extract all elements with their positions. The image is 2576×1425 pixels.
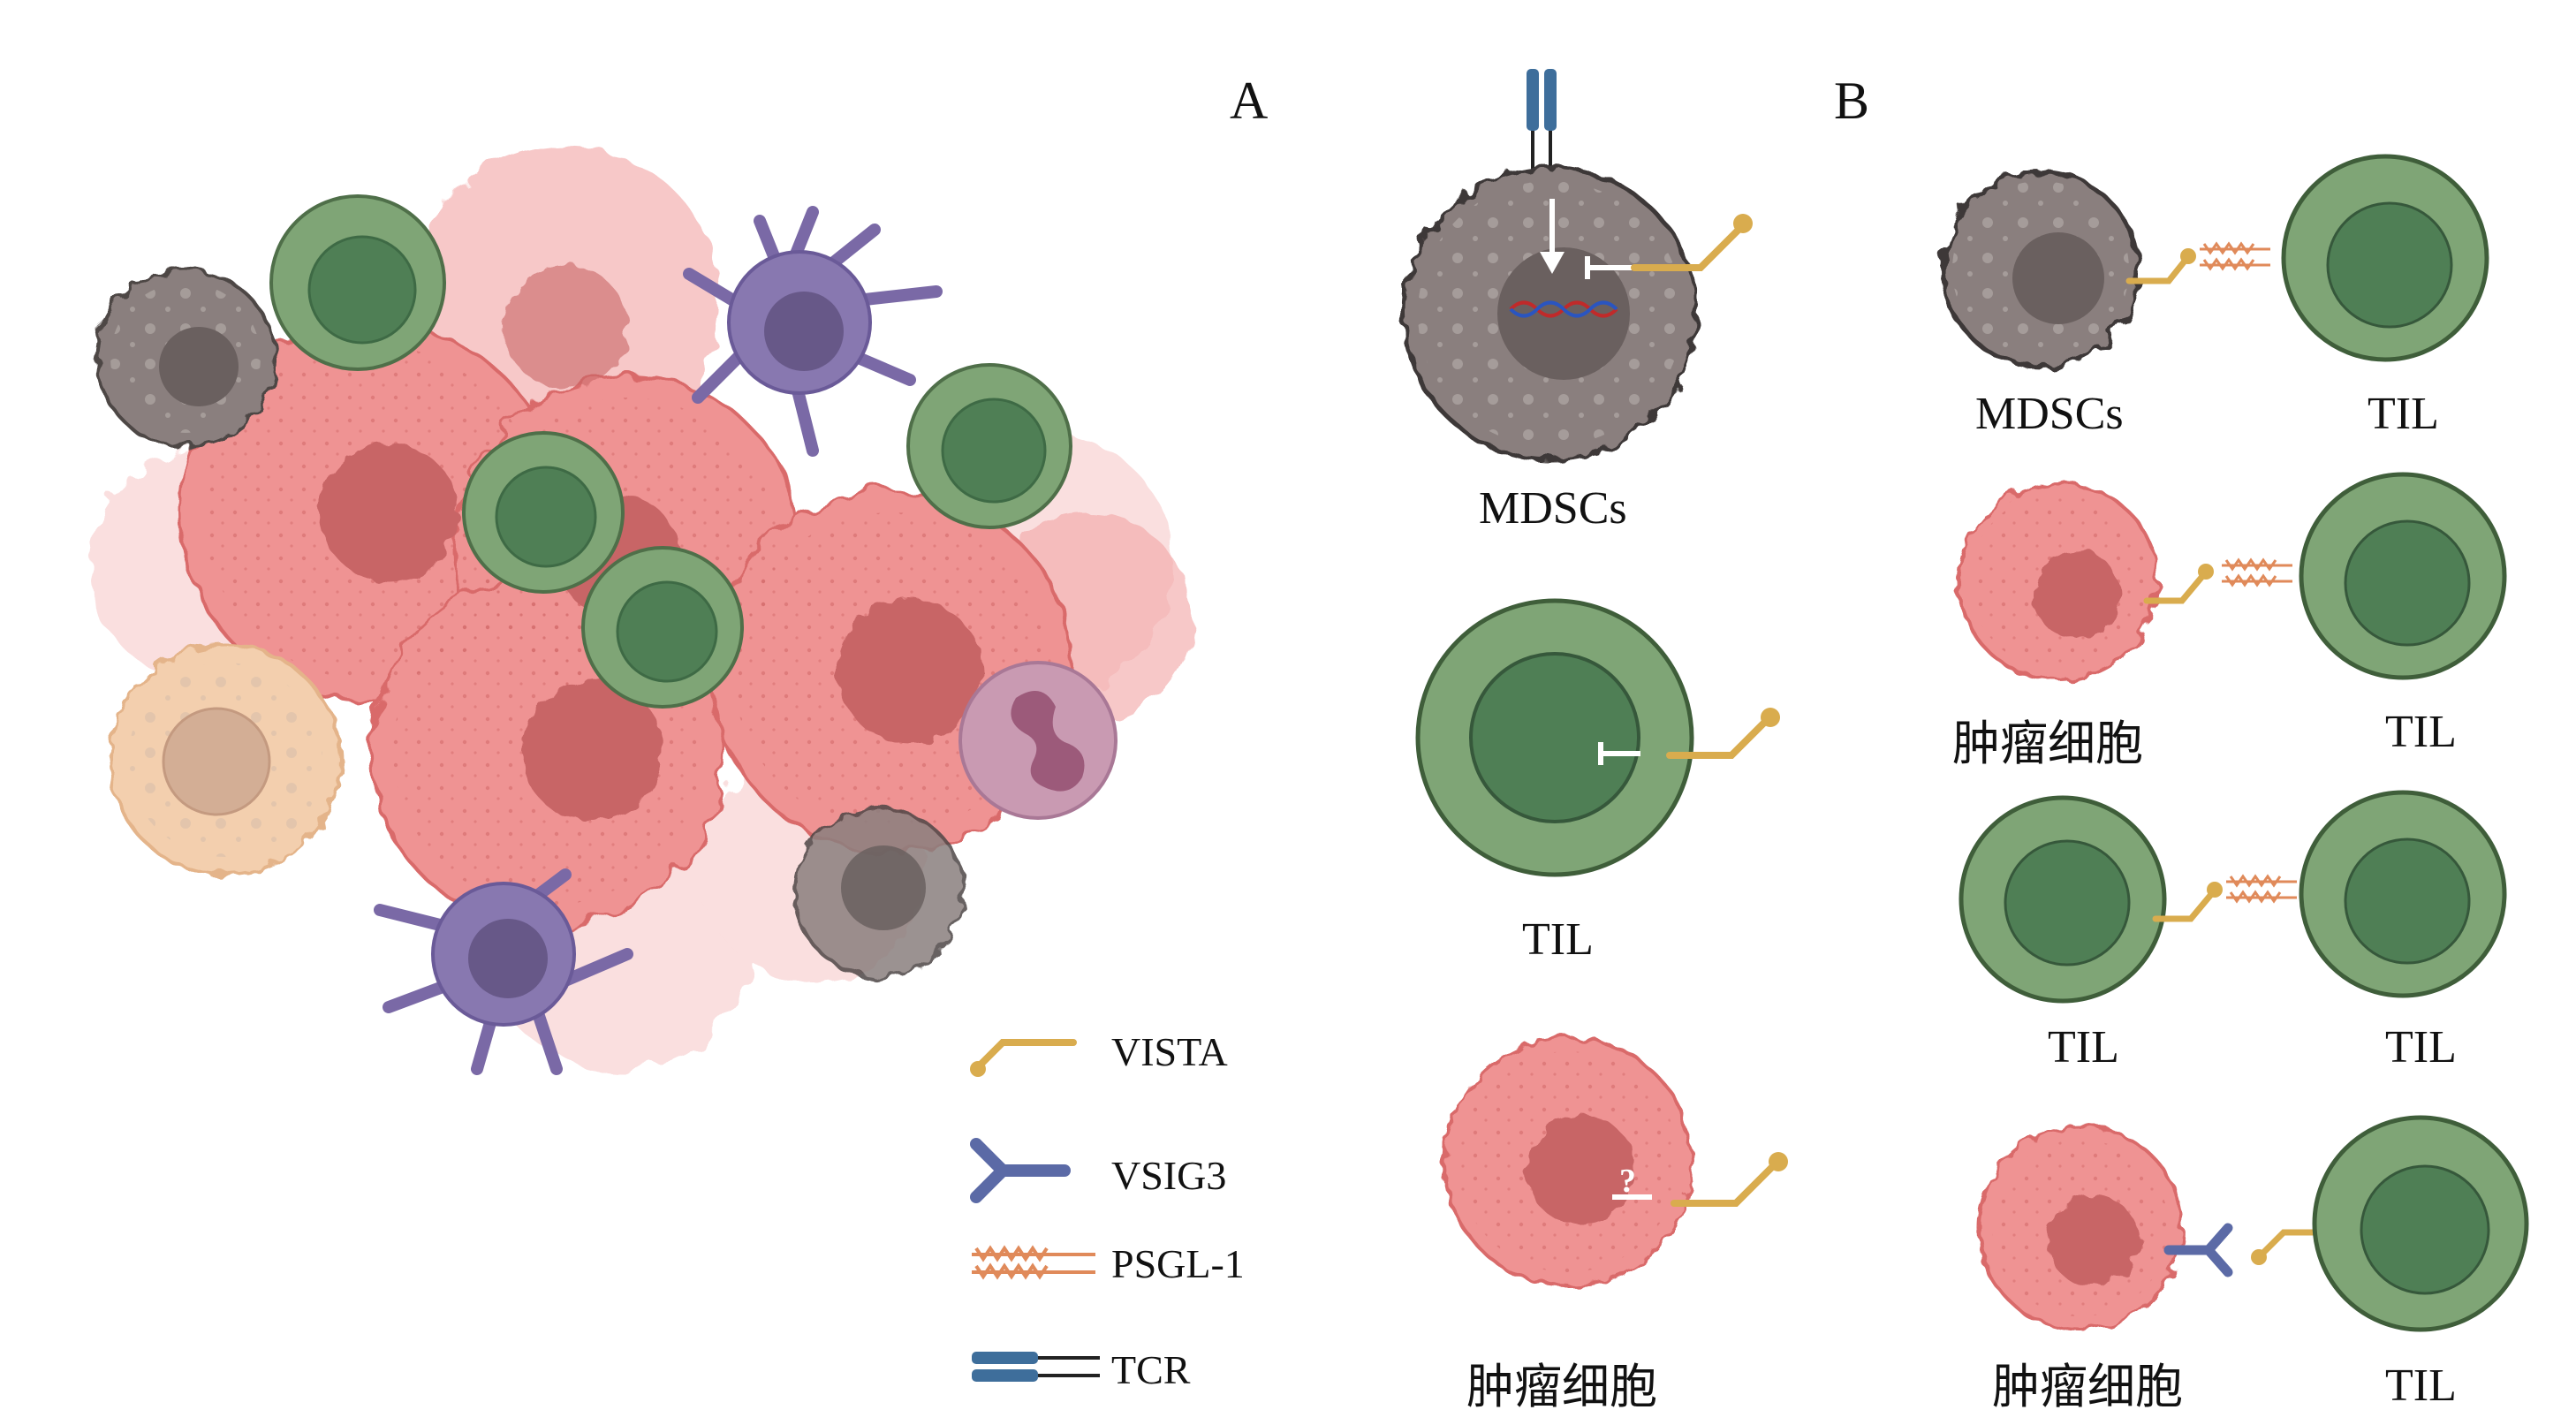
legend-vsig3-icon	[970, 1138, 1071, 1203]
tumor-nucleus	[837, 599, 982, 744]
row4-right-label: TIL	[2385, 1361, 2457, 1411]
legend	[970, 1039, 1100, 1382]
til-nucleus	[495, 466, 597, 568]
unknown-mark: ?	[1619, 1163, 1636, 1200]
mdsc-nucleus	[159, 327, 239, 406]
row2-left-label: 肿瘤细胞	[1952, 716, 2143, 771]
mdsc-nucleus-b1	[2012, 232, 2104, 324]
til-nucleus-a	[1469, 652, 1640, 823]
neutrophil-nucleus	[1011, 691, 1085, 792]
vista-molecule-a1	[1631, 214, 1753, 271]
row2-right-label: TIL	[2385, 707, 2457, 757]
tcr-receptor	[1527, 69, 1557, 179]
vista-molecule-a3	[1671, 1152, 1788, 1207]
panel-label-a: A	[1230, 72, 1269, 130]
row3-right-label: TIL	[2385, 1022, 2457, 1073]
legend-tcr-icon	[972, 1352, 1100, 1382]
tumor-nucleus-a	[1527, 1116, 1636, 1225]
panel-a	[1402, 69, 1788, 1287]
panel-label-b: B	[1834, 72, 1870, 130]
inhibition-mark-icon	[1585, 256, 1632, 279]
dna-helix-icon	[1509, 300, 1618, 318]
row3-left-label: TIL	[2048, 1022, 2119, 1073]
tumor-nucleus	[320, 443, 458, 581]
dendritic-nucleus	[468, 919, 548, 998]
row4-left-label: 肿瘤细胞	[1992, 1359, 2183, 1414]
tumor-nucleus-b2	[2032, 550, 2120, 638]
dendritic-nucleus	[764, 292, 844, 371]
til-nucleus-b2	[2344, 519, 2471, 647]
legend-vista-label: VISTA	[1111, 1029, 1228, 1074]
legend-psgl1-icon	[972, 1245, 1095, 1280]
mdsc-label-a: MDSCs	[1479, 483, 1627, 534]
til-nucleus-b4	[2360, 1164, 2490, 1295]
panel-b	[1941, 154, 2529, 1332]
til-nucleus	[616, 580, 718, 683]
legend-vsig3-label: VSIG3	[1111, 1153, 1227, 1198]
tumor-nucleus	[521, 680, 663, 822]
til-nucleus	[941, 398, 1047, 504]
til-label-a: TIL	[1522, 914, 1594, 965]
tumor-microenvironment-cluster	[88, 146, 1193, 1075]
vista-psgl1-pair-b3	[2152, 874, 2297, 922]
til-nucleus-b1	[2326, 201, 2453, 329]
legend-psgl1-label: PSGL-1	[1111, 1241, 1245, 1286]
vista-psgl1-pair-b2	[2143, 557, 2292, 604]
tumor-nucleus	[504, 265, 627, 389]
inhibition-mark-icon	[1598, 742, 1640, 765]
til-nucleus	[307, 235, 417, 345]
til-nucleus-b3-right	[2344, 838, 2471, 965]
tumor-label-a: 肿瘤细胞	[1466, 1359, 1657, 1414]
vista-molecule-a2	[1666, 708, 1780, 759]
activation-arrow-icon	[1540, 199, 1565, 274]
row1-left-label: MDSCs	[1975, 389, 2124, 439]
macrophage-nucleus	[162, 707, 271, 816]
vsig3-vista-pair-b4	[2163, 1223, 2336, 1277]
tumor-nucleus-b4	[2048, 1195, 2140, 1287]
vista-psgl1-pair-b1	[2125, 241, 2270, 284]
row1-right-label: TIL	[2368, 389, 2439, 439]
mdsc-nucleus	[841, 845, 926, 930]
legend-tcr-label: TCR	[1111, 1347, 1191, 1392]
til-nucleus-b3-left	[2004, 839, 2131, 966]
mdsc-nucleus-a	[1497, 247, 1630, 380]
legend-vista-icon	[970, 1039, 1077, 1077]
